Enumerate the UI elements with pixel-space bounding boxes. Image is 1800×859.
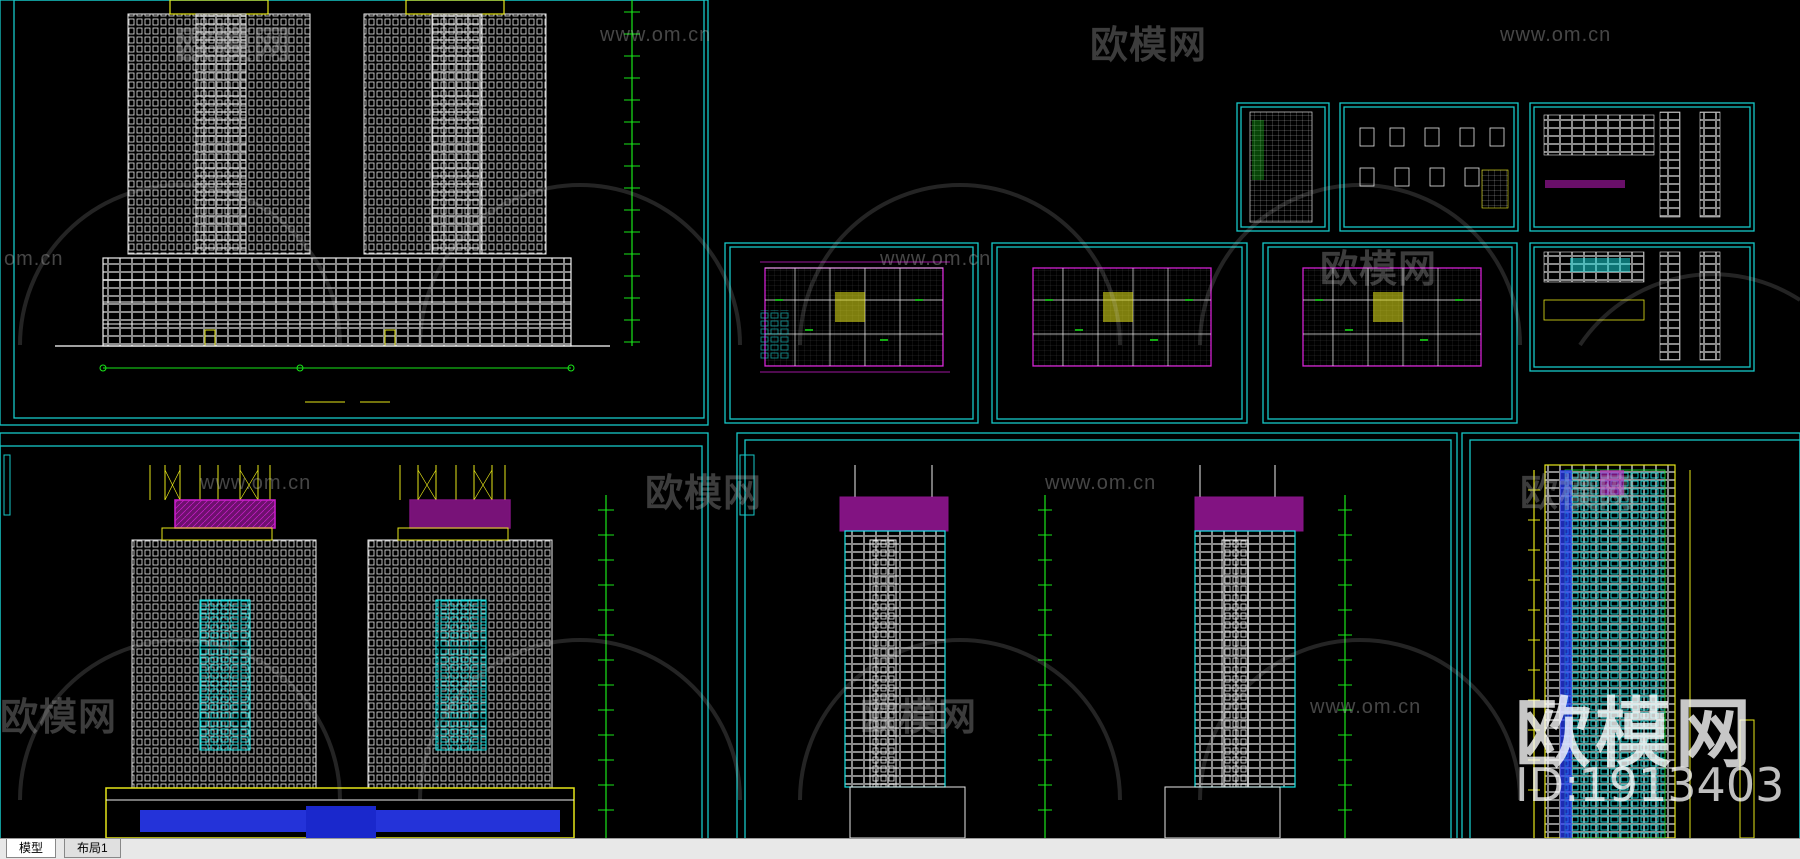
cad-drawing-canvas[interactable]	[0, 0, 1800, 838]
slim-towers-drawing	[739, 454, 1352, 838]
detail-sheets	[1249, 111, 1721, 361]
tab-layout1[interactable]: 布局1	[64, 839, 121, 858]
front-elevation-drawing	[55, 0, 640, 403]
watermark-arcs	[18, 183, 1800, 801]
side-elevation-drawing	[3, 454, 614, 838]
section-drawing	[1528, 464, 1755, 838]
watermark-id: ID:1913403	[1515, 758, 1785, 812]
layout-tab-bar: 模型 布局1	[0, 838, 1800, 859]
sheet-frames	[0, 0, 1800, 838]
watermark-logo: 欧模网	[1515, 689, 1755, 778]
tab-model[interactable]: 模型	[6, 839, 57, 858]
floor-plans	[760, 261, 1482, 373]
